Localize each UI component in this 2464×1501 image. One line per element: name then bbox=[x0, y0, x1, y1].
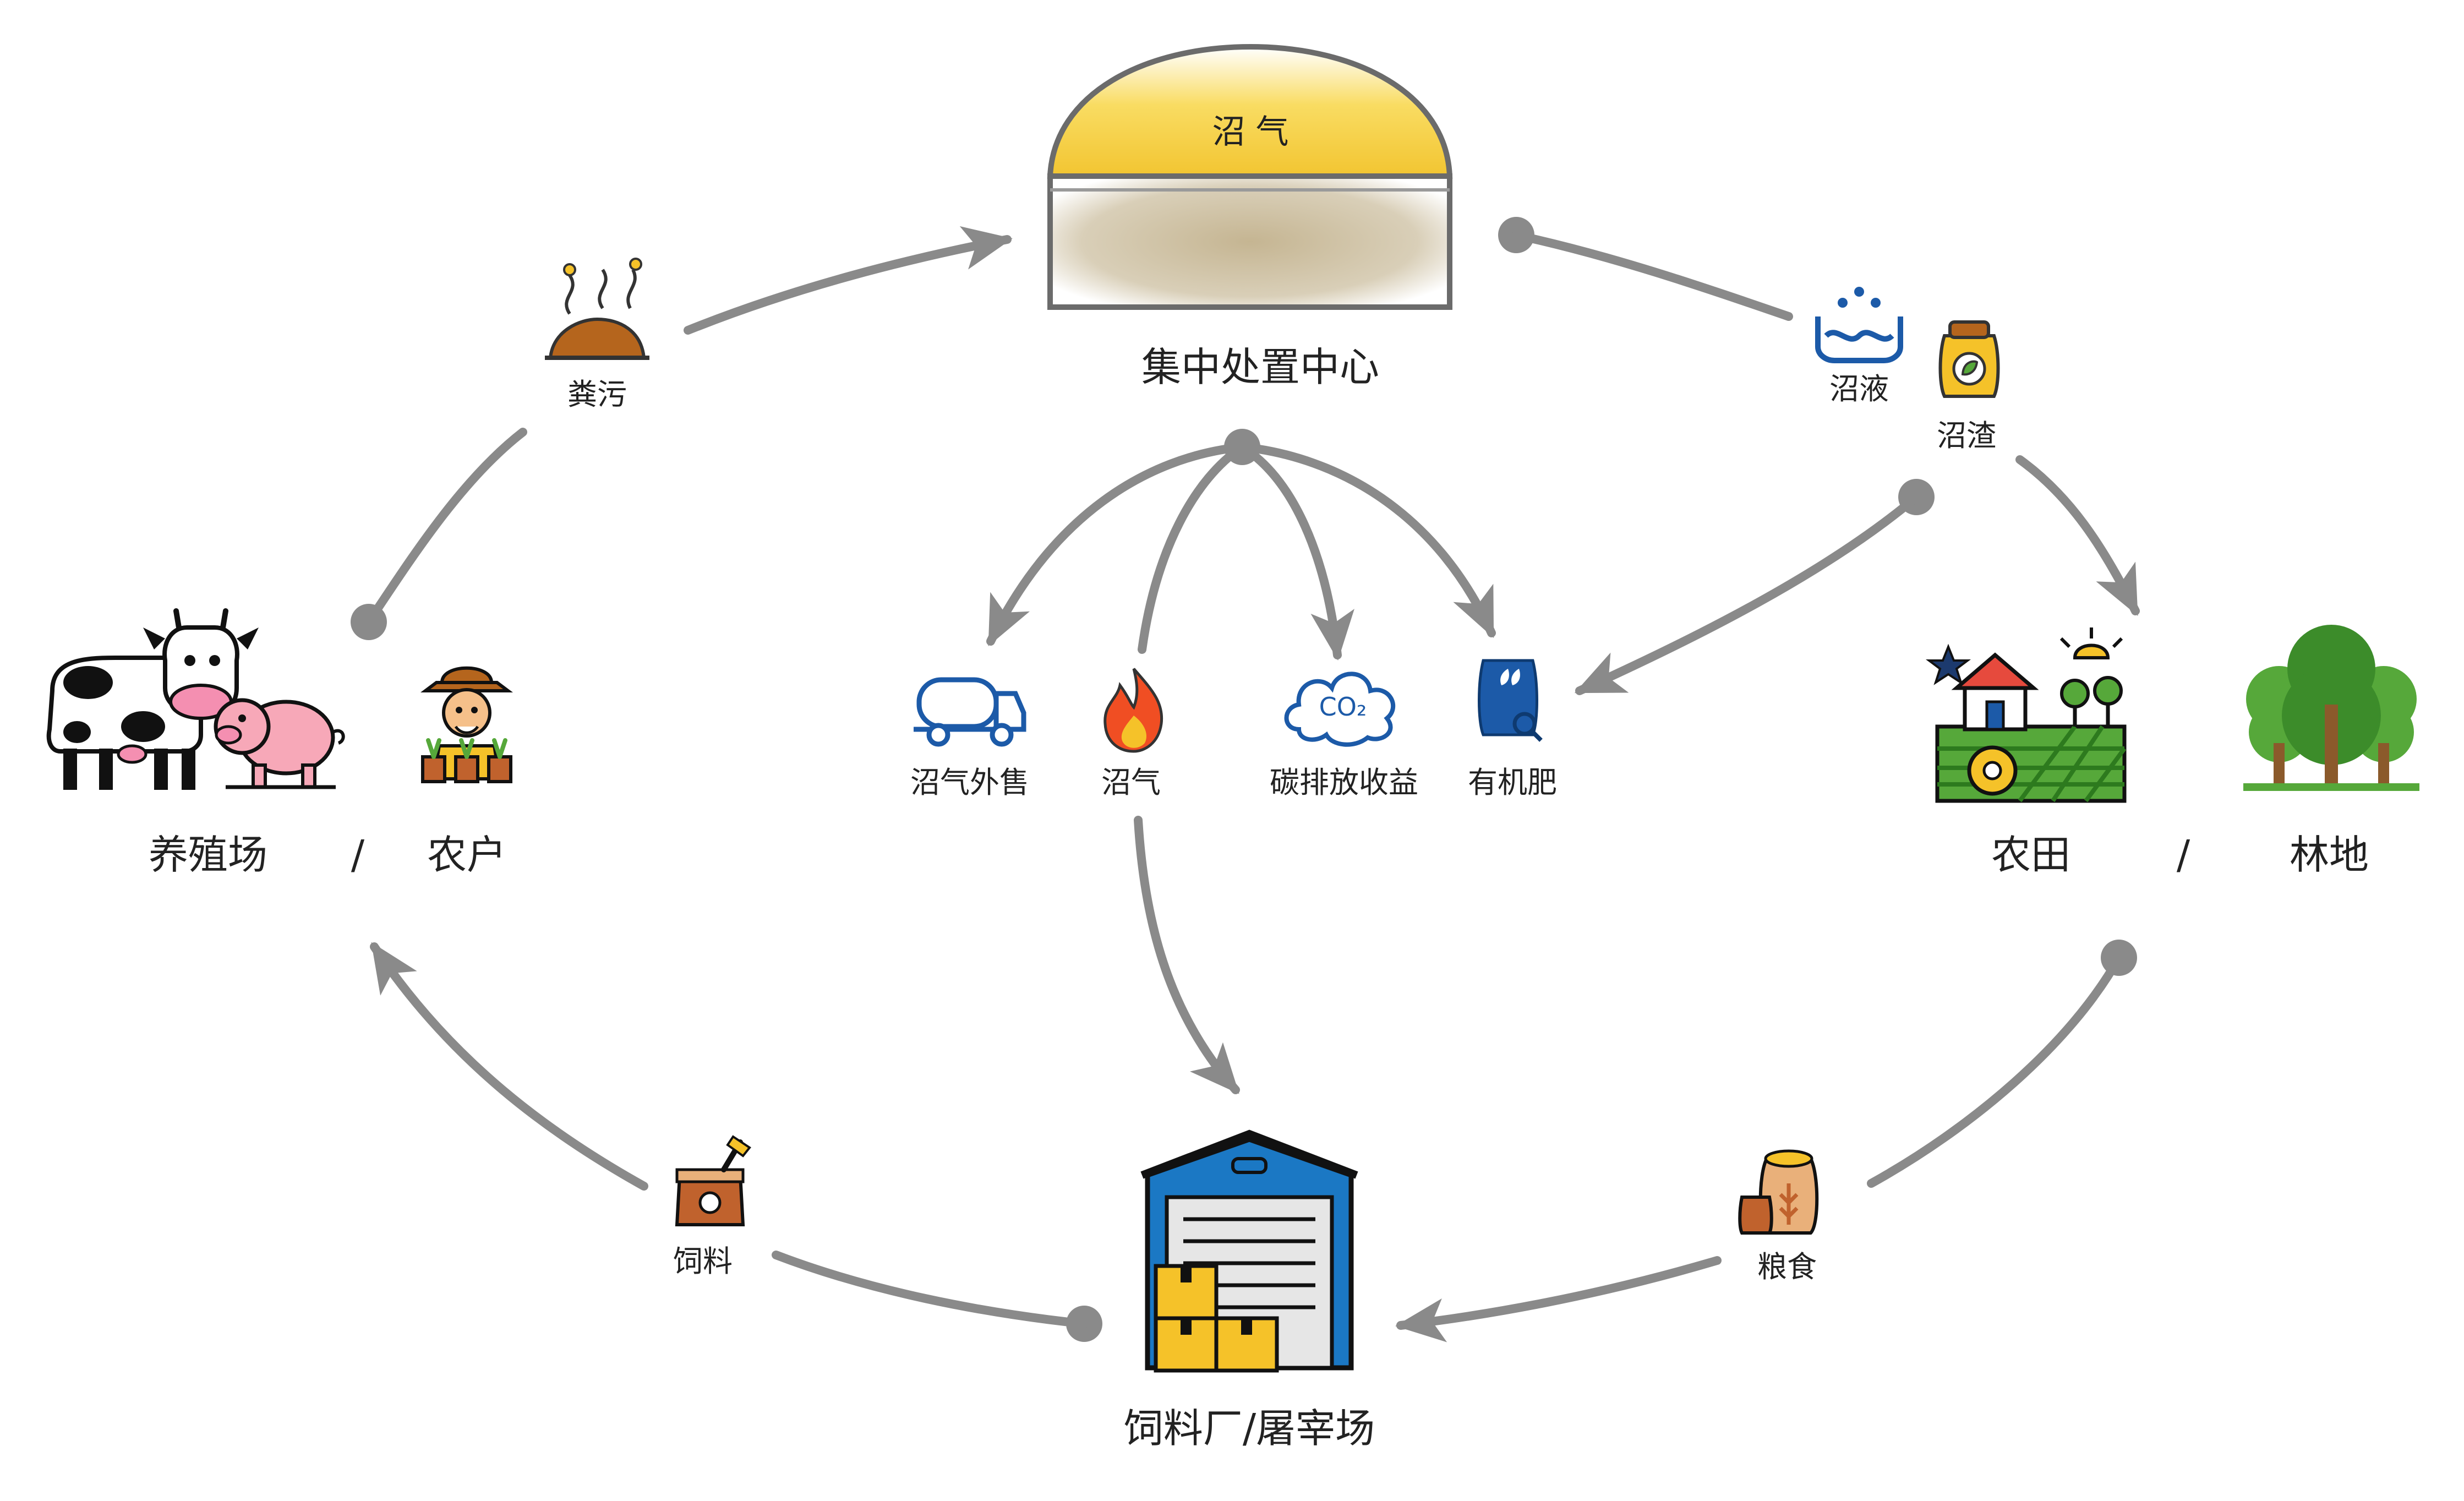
carbon-revenue-label: 碳排放收益 bbox=[1270, 765, 1418, 800]
biogas-sale-label: 沼气外售 bbox=[910, 765, 1029, 800]
organic-fertilizer-label: 有机肥 bbox=[1468, 765, 1557, 800]
arrow-manure-to-center bbox=[684, 226, 1013, 335]
manure-label: 粪污 bbox=[567, 377, 627, 412]
fertilizer-bag-icon bbox=[1478, 659, 1543, 742]
co2-cloud-icon: CO₂ bbox=[1284, 672, 1396, 747]
flame-icon bbox=[1103, 668, 1163, 753]
arrow-feed-to-farm bbox=[370, 942, 648, 1191]
arrow-farm-to-manure bbox=[364, 428, 527, 626]
left-separator: / bbox=[351, 832, 365, 878]
arrow-residue-to-fertilizer bbox=[1574, 493, 1921, 695]
tanker-truck-icon bbox=[914, 677, 1026, 747]
arrow-center-to-liquid bbox=[1512, 231, 1793, 321]
dome-label: 沼 气 bbox=[1212, 113, 1288, 151]
feed-box-icon bbox=[675, 1135, 751, 1226]
forest-icon bbox=[2243, 625, 2419, 791]
farmland-title: 农田 bbox=[1991, 832, 2070, 878]
arrow-factory-to-feed bbox=[772, 1251, 1089, 1328]
forest-title: 林地 bbox=[2290, 832, 2369, 878]
grain-sack-icon bbox=[1738, 1149, 1819, 1235]
pig-icon bbox=[214, 698, 345, 789]
farm-title: 养殖场 bbox=[149, 832, 267, 878]
biogas-liquid-label: 沼液 bbox=[1829, 372, 1889, 406]
factory-title: 饲料厂/屠宰场 bbox=[1124, 1405, 1375, 1451]
right-separator: / bbox=[2177, 832, 2190, 878]
arrow-center-to-fertilizer bbox=[1238, 443, 1496, 638]
manure-icon bbox=[545, 258, 649, 360]
gas-dome bbox=[1047, 43, 1453, 179]
flow-arrows bbox=[351, 217, 2140, 1342]
warehouse-icon bbox=[1140, 1129, 1358, 1373]
arrow-dot bbox=[351, 604, 387, 640]
arrow-residue-to-farmland bbox=[2015, 455, 2140, 616]
grain-label: 粮食 bbox=[1757, 1249, 1817, 1284]
cow-icon bbox=[46, 608, 259, 790]
arrow-center-to-biogas bbox=[1138, 443, 1247, 654]
arrow-farmland-to-grain bbox=[1867, 953, 2123, 1188]
biogas-label: 沼气 bbox=[1101, 765, 1161, 800]
co2-text: CO₂ bbox=[1319, 692, 1367, 722]
farmland-icon bbox=[1926, 627, 2127, 803]
arrow-center-to-carbon bbox=[1238, 443, 1354, 661]
arrow-grain-to-factory bbox=[1395, 1256, 1722, 1342]
biogas-residue-label: 沼渣 bbox=[1937, 418, 1996, 453]
biogas-liquid-icon bbox=[1815, 287, 1903, 363]
arrow-center-to-sale bbox=[986, 443, 1247, 646]
digester-tank: 沼 气 bbox=[1047, 43, 1453, 310]
feed-label: 饲料 bbox=[673, 1244, 733, 1279]
arrow-biogas-to-factory bbox=[1134, 816, 1240, 1094]
biogas-residue-icon bbox=[1938, 320, 2000, 398]
farmer-icon bbox=[420, 666, 513, 783]
tank-body bbox=[1047, 173, 1452, 310]
farmer-title: 农户 bbox=[427, 832, 506, 878]
center-title: 集中处置中心 bbox=[1141, 344, 1379, 390]
